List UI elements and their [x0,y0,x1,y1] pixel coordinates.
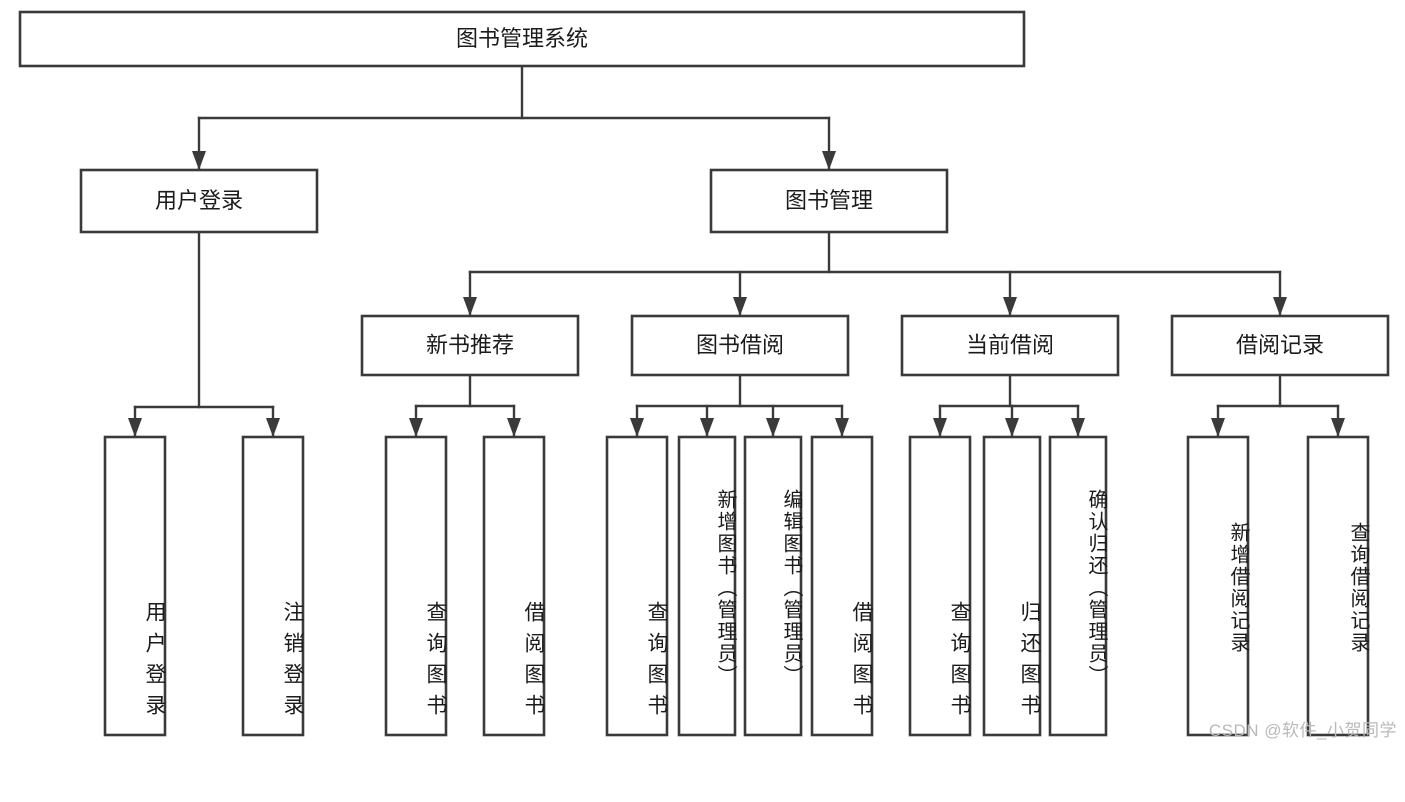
arrow-head-icon [1005,418,1019,437]
arrow-head-icon [766,418,780,437]
node-level2-label-0: 用户登录 [155,188,243,213]
arrow-head-icon [463,297,477,316]
node-leaf-label-12: 查询借阅记录 [1347,522,1369,654]
node-leaf-label-1: 注销登录 [281,601,304,725]
node-level2-0[interactable] [79,168,319,234]
arrow-head-icon [1273,297,1287,316]
node-level3-label-2: 当前借阅 [966,332,1054,357]
node-box-layer [18,10,1390,737]
arrow-head-icon [1071,418,1085,437]
node-leaf-7[interactable] [810,435,874,737]
arrow-head-icon [933,418,947,437]
arrow-head-icon [266,418,280,437]
node-root[interactable] [18,10,1026,68]
arrow-head-icon [733,297,747,316]
node-level3-label-0: 新书推荐 [426,332,514,357]
node-level3-2[interactable] [900,314,1120,377]
node-level3-3[interactable] [1170,314,1390,377]
node-root-label: 图书管理系统 [456,26,588,51]
node-leaf-12[interactable] [1306,435,1370,737]
node-level2-1[interactable] [709,168,949,234]
arrow-head-icon [1003,297,1017,316]
node-leaf-label-3: 借阅图书 [522,601,545,725]
node-leaf-0[interactable] [103,435,167,737]
arrow-head-icon [822,151,836,170]
arrow-head-icon [192,151,206,170]
arrow-head-icon [700,418,714,437]
node-leaf-2[interactable] [384,435,448,737]
node-level2-label-1: 图书管理 [785,188,873,213]
node-leaf-label-5: 新增图书（管理员） [714,489,736,687]
arrow-head-icon [409,418,423,437]
flowchart-diagram: 图书管理系统用户登录图书管理新书推荐图书借阅当前借阅借阅记录 用户登录注销登录查… [18,10,1396,740]
connector-layer [128,64,1345,438]
arrow-head-icon [835,418,849,437]
node-leaf-label-0: 用户登录 [143,601,166,725]
node-leaf-label-11: 新增借阅记录 [1227,522,1249,654]
node-leaf-1[interactable] [241,435,305,737]
node-leaf-label-4: 查询图书 [645,601,668,725]
node-leaf-11[interactable] [1186,435,1250,737]
arrow-head-icon [1211,418,1225,437]
node-level3-label-1: 图书借阅 [696,332,784,357]
node-leaf-label-2: 查询图书 [424,601,447,725]
node-level3-label-3: 借阅记录 [1236,332,1324,357]
arrow-head-icon [507,418,521,437]
arrow-head-icon [1331,418,1345,437]
arrow-head-icon [128,418,142,437]
node-leaf-label-7: 借阅图书 [850,601,873,725]
node-leaf-3[interactable] [482,435,546,737]
node-leaf-4[interactable] [605,435,669,737]
node-leaf-label-6: 编辑图书（管理员） [780,489,802,687]
node-leaf-6[interactable] [743,435,803,737]
node-leaf-label-9: 归还图书 [1018,601,1041,725]
node-leaf-label-10: 确认归还（管理员） [1085,489,1107,687]
arrow-head-icon [630,418,644,437]
node-leaf-10[interactable] [1048,435,1108,737]
node-leaf-label-8: 查询图书 [948,601,971,725]
node-level3-1[interactable] [630,314,850,377]
node-leaf-9[interactable] [982,435,1042,737]
node-leaf-5[interactable] [677,435,737,737]
node-level3-0[interactable] [360,314,580,377]
node-leaf-8[interactable] [908,435,972,737]
